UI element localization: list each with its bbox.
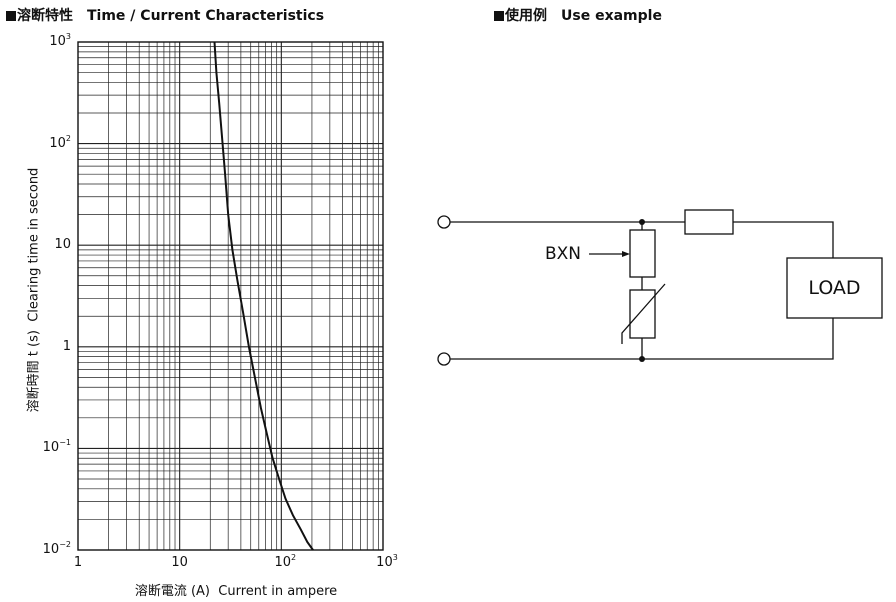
- y-tick-label: 1: [62, 338, 71, 354]
- chart-heading: 溶断特性 Time / Current Characteristics: [6, 5, 324, 25]
- bxn-fuse: [629, 229, 656, 278]
- y-tick-label: 10−2: [42, 540, 71, 557]
- x-axis-label: 溶断電流 (A) Current in ampere: [134, 584, 338, 599]
- plot-frame: [77, 41, 384, 551]
- input-terminal-top: [437, 215, 451, 229]
- varistor-slash: [621, 283, 666, 344]
- bxn-arrow-icon: [622, 251, 630, 257]
- load-box: [786, 257, 883, 319]
- load-label: LOAD: [808, 277, 861, 299]
- top-wire-to-load: [733, 221, 834, 258]
- y-tick-label: 103: [49, 32, 71, 49]
- x-tick-label: 1: [73, 555, 83, 570]
- x-tick-label: 10: [171, 555, 188, 570]
- y-tick-label: 10: [54, 237, 71, 253]
- fuse-characteristic-curve: [213, 41, 314, 551]
- bottom-wire: [450, 318, 834, 360]
- x-tick-label: 102: [274, 553, 297, 570]
- square-bullet-icon: [494, 11, 504, 21]
- series-fuse: [684, 209, 734, 235]
- square-bullet-icon: [6, 11, 16, 21]
- chart-grid: [78, 42, 383, 550]
- bxn-label: BXN: [545, 244, 582, 264]
- junction-dot-bottom: [639, 356, 645, 362]
- input-terminal-bottom: [437, 352, 451, 366]
- varistor: [629, 289, 656, 339]
- x-tick-label: 103: [376, 553, 398, 570]
- diagram-heading: 使用例 Use example: [494, 5, 662, 25]
- junction-dot-top: [639, 219, 645, 225]
- y-tick-label: 102: [49, 133, 71, 151]
- y-tick-label: 10−1: [42, 438, 71, 456]
